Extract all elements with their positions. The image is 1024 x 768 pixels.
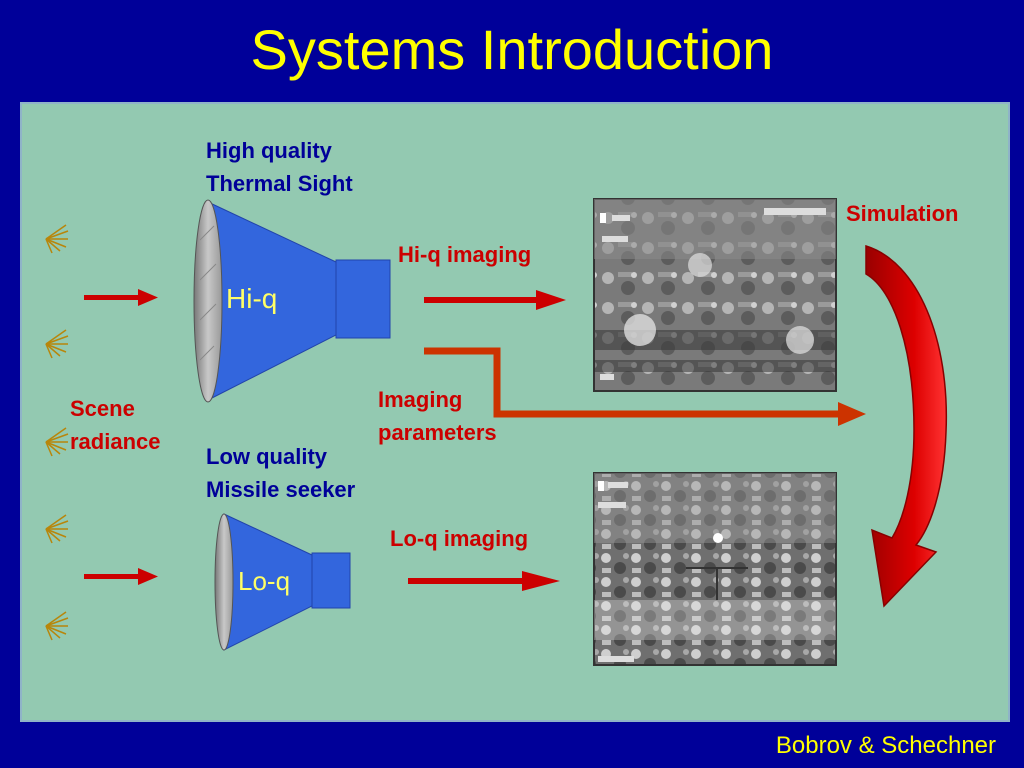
hiq-caption-line2: Thermal Sight [206,171,353,196]
hiq-thermal-image [593,198,837,392]
radiance-source-icon [45,329,69,359]
loq-caption-line1: Low quality [206,444,327,469]
loq-sensor-label: Lo-q [238,566,291,596]
input-arrow-hiq [84,289,158,306]
slide-title: Systems Introduction [250,18,774,81]
radiance-source-icon [45,427,69,457]
loq-caption: Low quality Missile seeker [206,440,355,506]
footer-authors: Bobrov & Schechner [775,732,996,759]
loq-imaging-arrow [408,571,560,591]
scene-radiance-line1: Scene [70,396,135,421]
input-arrow-loq [84,568,158,585]
hiq-caption-line1: High quality [206,138,332,163]
radiance-source-icon [45,514,69,544]
imaging-parameters-arrow [424,347,866,426]
loq-caption-line2: Missile seeker [206,477,356,502]
simulation-curved-arrow [865,244,948,608]
simulation-label: Simulation [846,201,959,226]
hiq-imaging-arrow [424,290,566,310]
loq-imaging-label: Lo-q imaging [390,526,529,551]
imaging-parameters-label: Imaging parameters [378,383,497,449]
radiance-source-icon [45,611,69,641]
hiq-sensor-label: Hi-q [226,283,278,314]
radiance-source-icon [45,224,69,254]
imaging-parameters-line2: parameters [378,420,497,445]
hiq-caption: High quality Thermal Sight [206,134,353,200]
scene-radiance-label: Scene radiance [70,392,161,458]
loq-thermal-image [593,472,837,666]
scene-radiance-line2: radiance [70,429,161,454]
hiq-imaging-label: Hi-q imaging [398,242,532,267]
imaging-parameters-line1: Imaging [378,387,463,412]
hiq-sensor-icon [193,199,391,403]
loq-sensor-icon [214,513,351,651]
